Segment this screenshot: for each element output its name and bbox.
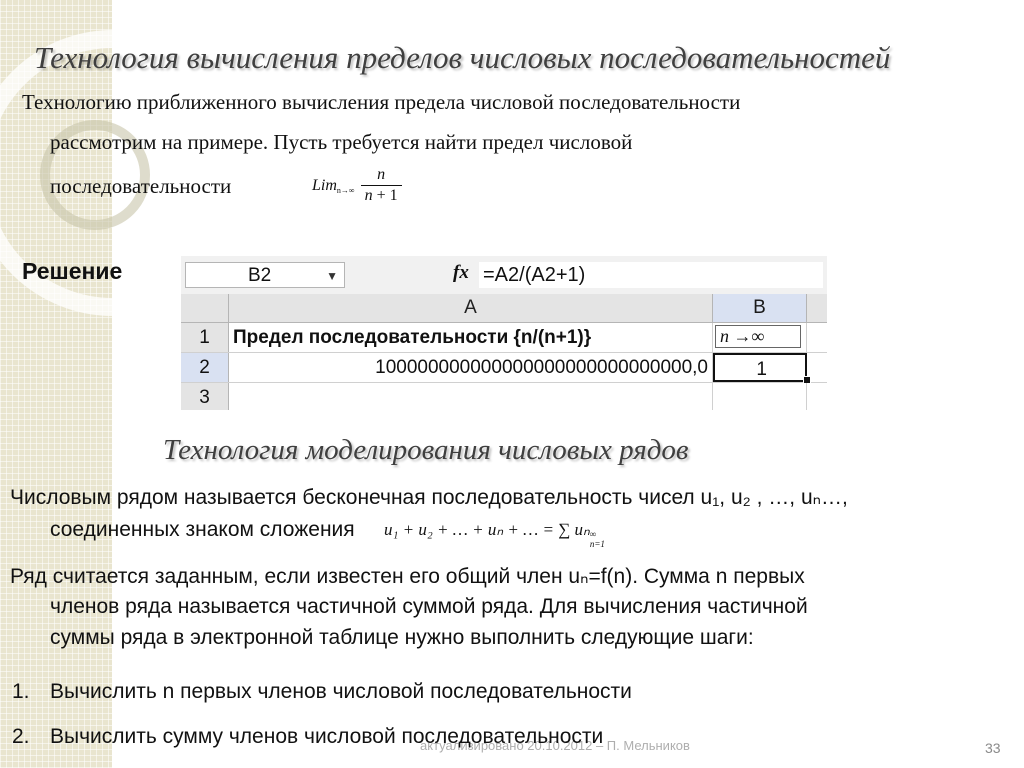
cell-a3[interactable] <box>229 383 713 410</box>
chevron-down-icon[interactable]: ▼ <box>326 269 338 283</box>
name-box[interactable]: B2 ▼ <box>185 262 345 288</box>
list-item-text: Вычислить сумму членов числовой последов… <box>50 725 604 748</box>
list-item: 2. Вычислить сумму членов числовой послед… <box>12 725 603 749</box>
cell-b1-text: n →∞ <box>715 325 801 348</box>
row-header-3[interactable]: 3 <box>181 383 229 410</box>
intro-line-2: рассмотрим на примере. Пусть требуется н… <box>50 130 633 154</box>
cell-a1[interactable]: Предел последовательности {n/(n+1)} <box>229 323 713 352</box>
decorative-ring-small <box>40 120 150 230</box>
select-all-corner[interactable] <box>181 294 229 322</box>
series-text-line-5: суммы ряда в электронной таблице нужно в… <box>50 626 754 649</box>
footer-text: актуализировано 20.10.2012 – П. Мельнико… <box>420 738 690 753</box>
cell-b2-selected[interactable]: 1 <box>713 353 807 382</box>
row-header-2[interactable]: 2 <box>181 353 229 382</box>
row-header-1[interactable]: 1 <box>181 323 229 352</box>
column-header-row: A B <box>181 294 827 323</box>
column-header-a[interactable]: A <box>229 294 713 322</box>
formula-bar: B2 ▼ fx =A2/(A2+1) <box>181 256 827 295</box>
series-definition-line-1: Числовым рядом называется бесконечная по… <box>10 486 848 509</box>
spreadsheet-screenshot: B2 ▼ fx =A2/(A2+1) A B 1 Предел последов… <box>181 256 827 410</box>
fraction-denominator: n + 1 <box>360 185 402 205</box>
series-text-line-3: Ряд считается заданным, если известен ег… <box>10 565 805 588</box>
limit-fraction: n n + 1 <box>360 166 402 205</box>
fx-icon[interactable]: fx <box>453 262 469 283</box>
list-item: 1. Вычислить n первых членов числовой пос… <box>12 680 632 704</box>
slide-title: Технология вычисления пределов числовых … <box>34 40 891 75</box>
column-header-b[interactable]: B <box>713 294 807 322</box>
section-title: Технология моделирования числовых рядов <box>163 434 689 466</box>
series-text-line-4: членов ряда называется частичной суммой … <box>50 595 808 618</box>
list-item-number: 2. <box>12 725 30 748</box>
table-row: 2 100000000000000000000000000000,0 1 <box>181 353 827 383</box>
fill-handle[interactable] <box>803 376 811 384</box>
series-definition-line-2: соединенных знаком сложения <box>50 518 355 541</box>
series-formula: u₁ + u₂ + … + uₙ + … = ∑ uₙ∞n=1 <box>384 520 605 549</box>
cell-b1[interactable]: n →∞ <box>713 323 807 352</box>
intro-line-3: последовательности <box>50 174 232 198</box>
limit-formula: Limn→∞ n n + 1 <box>312 166 402 205</box>
decorative-panel <box>0 0 256 768</box>
sum-limits: ∞n=1 <box>589 529 605 549</box>
intro-line-1: Технологию приближенного вычисления пред… <box>22 90 741 114</box>
table-row: 3 <box>181 383 827 410</box>
cell-a2[interactable]: 100000000000000000000000000000,0 <box>229 353 713 382</box>
cell-b3[interactable] <box>713 383 807 410</box>
fraction-numerator: n <box>377 166 386 183</box>
list-item-number: 1. <box>12 680 30 703</box>
formula-input[interactable]: =A2/(A2+1) <box>479 262 823 288</box>
list-item-text: Вычислить n первых членов числовой после… <box>50 680 632 703</box>
solution-label: Решение <box>22 258 123 284</box>
table-row: 1 Предел последовательности {n/(n+1)} n … <box>181 323 827 353</box>
limit-lim: Limn→∞ <box>312 176 355 195</box>
page-number: 33 <box>985 740 1001 756</box>
